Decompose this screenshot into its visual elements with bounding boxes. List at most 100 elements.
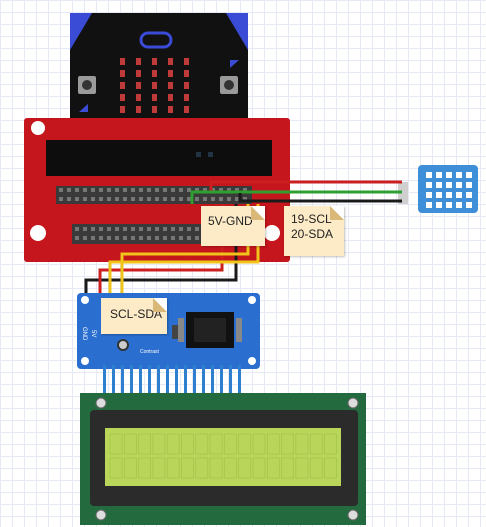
header-pin [131,188,135,192]
sensor-vent [466,202,472,208]
header-pin [163,236,167,240]
lcd-pin [157,365,160,395]
led [136,94,141,101]
sensor-vent [466,182,472,188]
header-pin [75,227,79,231]
edge-connector-slot [46,140,272,176]
header-pin [211,188,215,192]
note-lcd-text: SCL-SDA [110,307,163,321]
header-pin [171,197,175,201]
led-matrix [120,58,189,113]
sensor-vent [436,182,442,188]
header-pin [107,236,111,240]
note-lcd-wiring: SCL-SDA [101,298,167,334]
lcd-char-cell [224,457,237,479]
header-pin [179,197,183,201]
led [184,94,189,101]
lcd-char-cell [181,457,194,479]
header-pin [83,188,87,192]
dht-sensor [398,165,478,213]
lcd-pin [139,365,142,395]
lcd-pin [166,365,169,395]
header-pin [219,197,223,201]
header-pin [91,227,95,231]
sensor-vent [456,192,462,198]
lcd-pin [220,365,223,395]
note-power-text: 5V-GND [208,214,253,228]
lcd-char-cell [166,457,180,479]
sensor-vent [426,182,432,188]
header-pin [163,227,167,231]
header-pin [83,227,87,231]
led [136,58,141,65]
header-pin [139,227,143,231]
header-pin [139,236,143,240]
note-scl-pin: 19-SCL [291,212,332,226]
sensor-vent [446,202,452,208]
lcd-pin [121,365,124,395]
lcd-char-cell [152,457,166,479]
lcd-char-cell [224,433,237,455]
led [120,82,125,89]
contrast-pot [117,339,129,351]
header-pin [155,188,159,192]
led [152,106,157,113]
header-pin [67,197,71,201]
header-pin [131,236,135,240]
sensor-wires [190,180,402,204]
lcd-char-cell [252,457,266,479]
header-pin [123,197,127,201]
led [152,58,157,65]
header-pin [99,188,103,192]
header-pin [91,236,95,240]
header-pin [131,197,135,201]
lcd-pin [103,365,106,395]
led [152,70,157,77]
header-pin [115,188,119,192]
led [136,70,141,77]
header-pin [235,197,239,201]
lcd-char-cell [195,457,209,479]
lcd-char-cell [266,433,280,455]
lcd-pin [211,365,214,395]
header-pin [139,188,143,192]
header-pin [203,188,207,192]
header-pin [75,188,79,192]
header-pin [211,197,215,201]
note-sda-pin: 20-SDA [291,227,334,241]
led [168,82,173,89]
sensor-vent [466,192,472,198]
header-pin [187,227,191,231]
lcd-pin [130,365,133,395]
label-gnd: GND [81,327,87,341]
header-pin [59,197,63,201]
header-pin [179,188,183,192]
header-pin [115,227,119,231]
microbit-corner-accent [70,13,92,50]
sensor-vent [456,202,462,208]
lcd-pin [112,365,115,395]
lcd-char-cell [209,457,223,479]
lcd-pin [175,365,178,395]
sensor-vent [446,182,452,188]
header-pin [83,236,87,240]
lcd-pin [148,365,151,395]
lcd-pin [229,365,232,395]
lcd-char-cell [181,433,194,455]
led [136,106,141,113]
header-pin [91,188,95,192]
header-pin [131,227,135,231]
sensor-vent [426,192,432,198]
label-contrast: Contrast [140,349,160,355]
led [168,70,173,77]
header-pin [163,188,167,192]
led [120,94,125,101]
lcd-char-cell [124,457,137,479]
microbit-logo [139,31,173,49]
lcd-module [80,393,366,525]
header-pin [123,236,127,240]
led [136,82,141,89]
lcd-char-cell [109,433,123,455]
header-pin [75,197,79,201]
note-i2c-pins: 19-SCL 20-SDA [284,206,344,256]
